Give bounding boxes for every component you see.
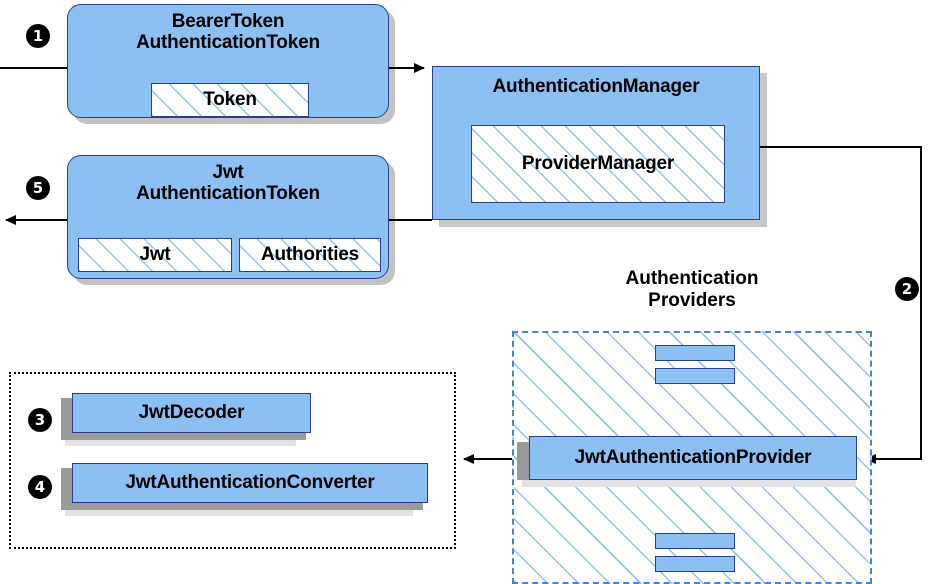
- node-jwt-decoder[interactable]: JwtDecoder: [72, 393, 311, 433]
- authentication-manager-inner-provider-manager: ProviderManager: [471, 125, 725, 203]
- node-jwt-authentication-converter[interactable]: JwtAuthenticationConverter: [72, 463, 428, 503]
- authentication-manager-title: AuthenticationManager: [492, 76, 700, 97]
- jwt-helpers-container: [9, 372, 456, 549]
- provider-placeholder-bar-2: [655, 368, 735, 384]
- jwt-token-inner-authorities: Authorities: [239, 238, 381, 272]
- step-badge-4: 4: [28, 475, 52, 499]
- provider-placeholder-bar-4: [655, 556, 735, 572]
- bearer-token-title: BearerToken AuthenticationToken: [136, 11, 320, 54]
- node-jwt-authentication-provider[interactable]: JwtAuthenticationProvider: [529, 436, 857, 480]
- bearer-token-inner-token: Token: [151, 83, 309, 117]
- jwt-token-inner-jwt: Jwt: [78, 238, 232, 272]
- authentication-providers-caption: Authentication Providers: [625, 268, 759, 311]
- node-authentication-manager[interactable]: AuthenticationManager ProviderManager: [432, 66, 760, 220]
- step-badge-3: 3: [28, 408, 52, 432]
- step-badge-2: 2: [895, 277, 919, 301]
- node-jwt-authentication-token[interactable]: Jwt AuthenticationToken Jwt Authorities: [67, 155, 389, 279]
- provider-placeholder-bar-1: [655, 345, 735, 361]
- step-badge-5: 5: [26, 176, 50, 200]
- provider-placeholder-bar-3: [655, 533, 735, 549]
- jwt-authentication-token-title: Jwt AuthenticationToken: [136, 162, 320, 205]
- node-bearer-token-authentication-token[interactable]: BearerToken AuthenticationToken Token: [67, 4, 389, 118]
- step-badge-1: 1: [26, 24, 50, 48]
